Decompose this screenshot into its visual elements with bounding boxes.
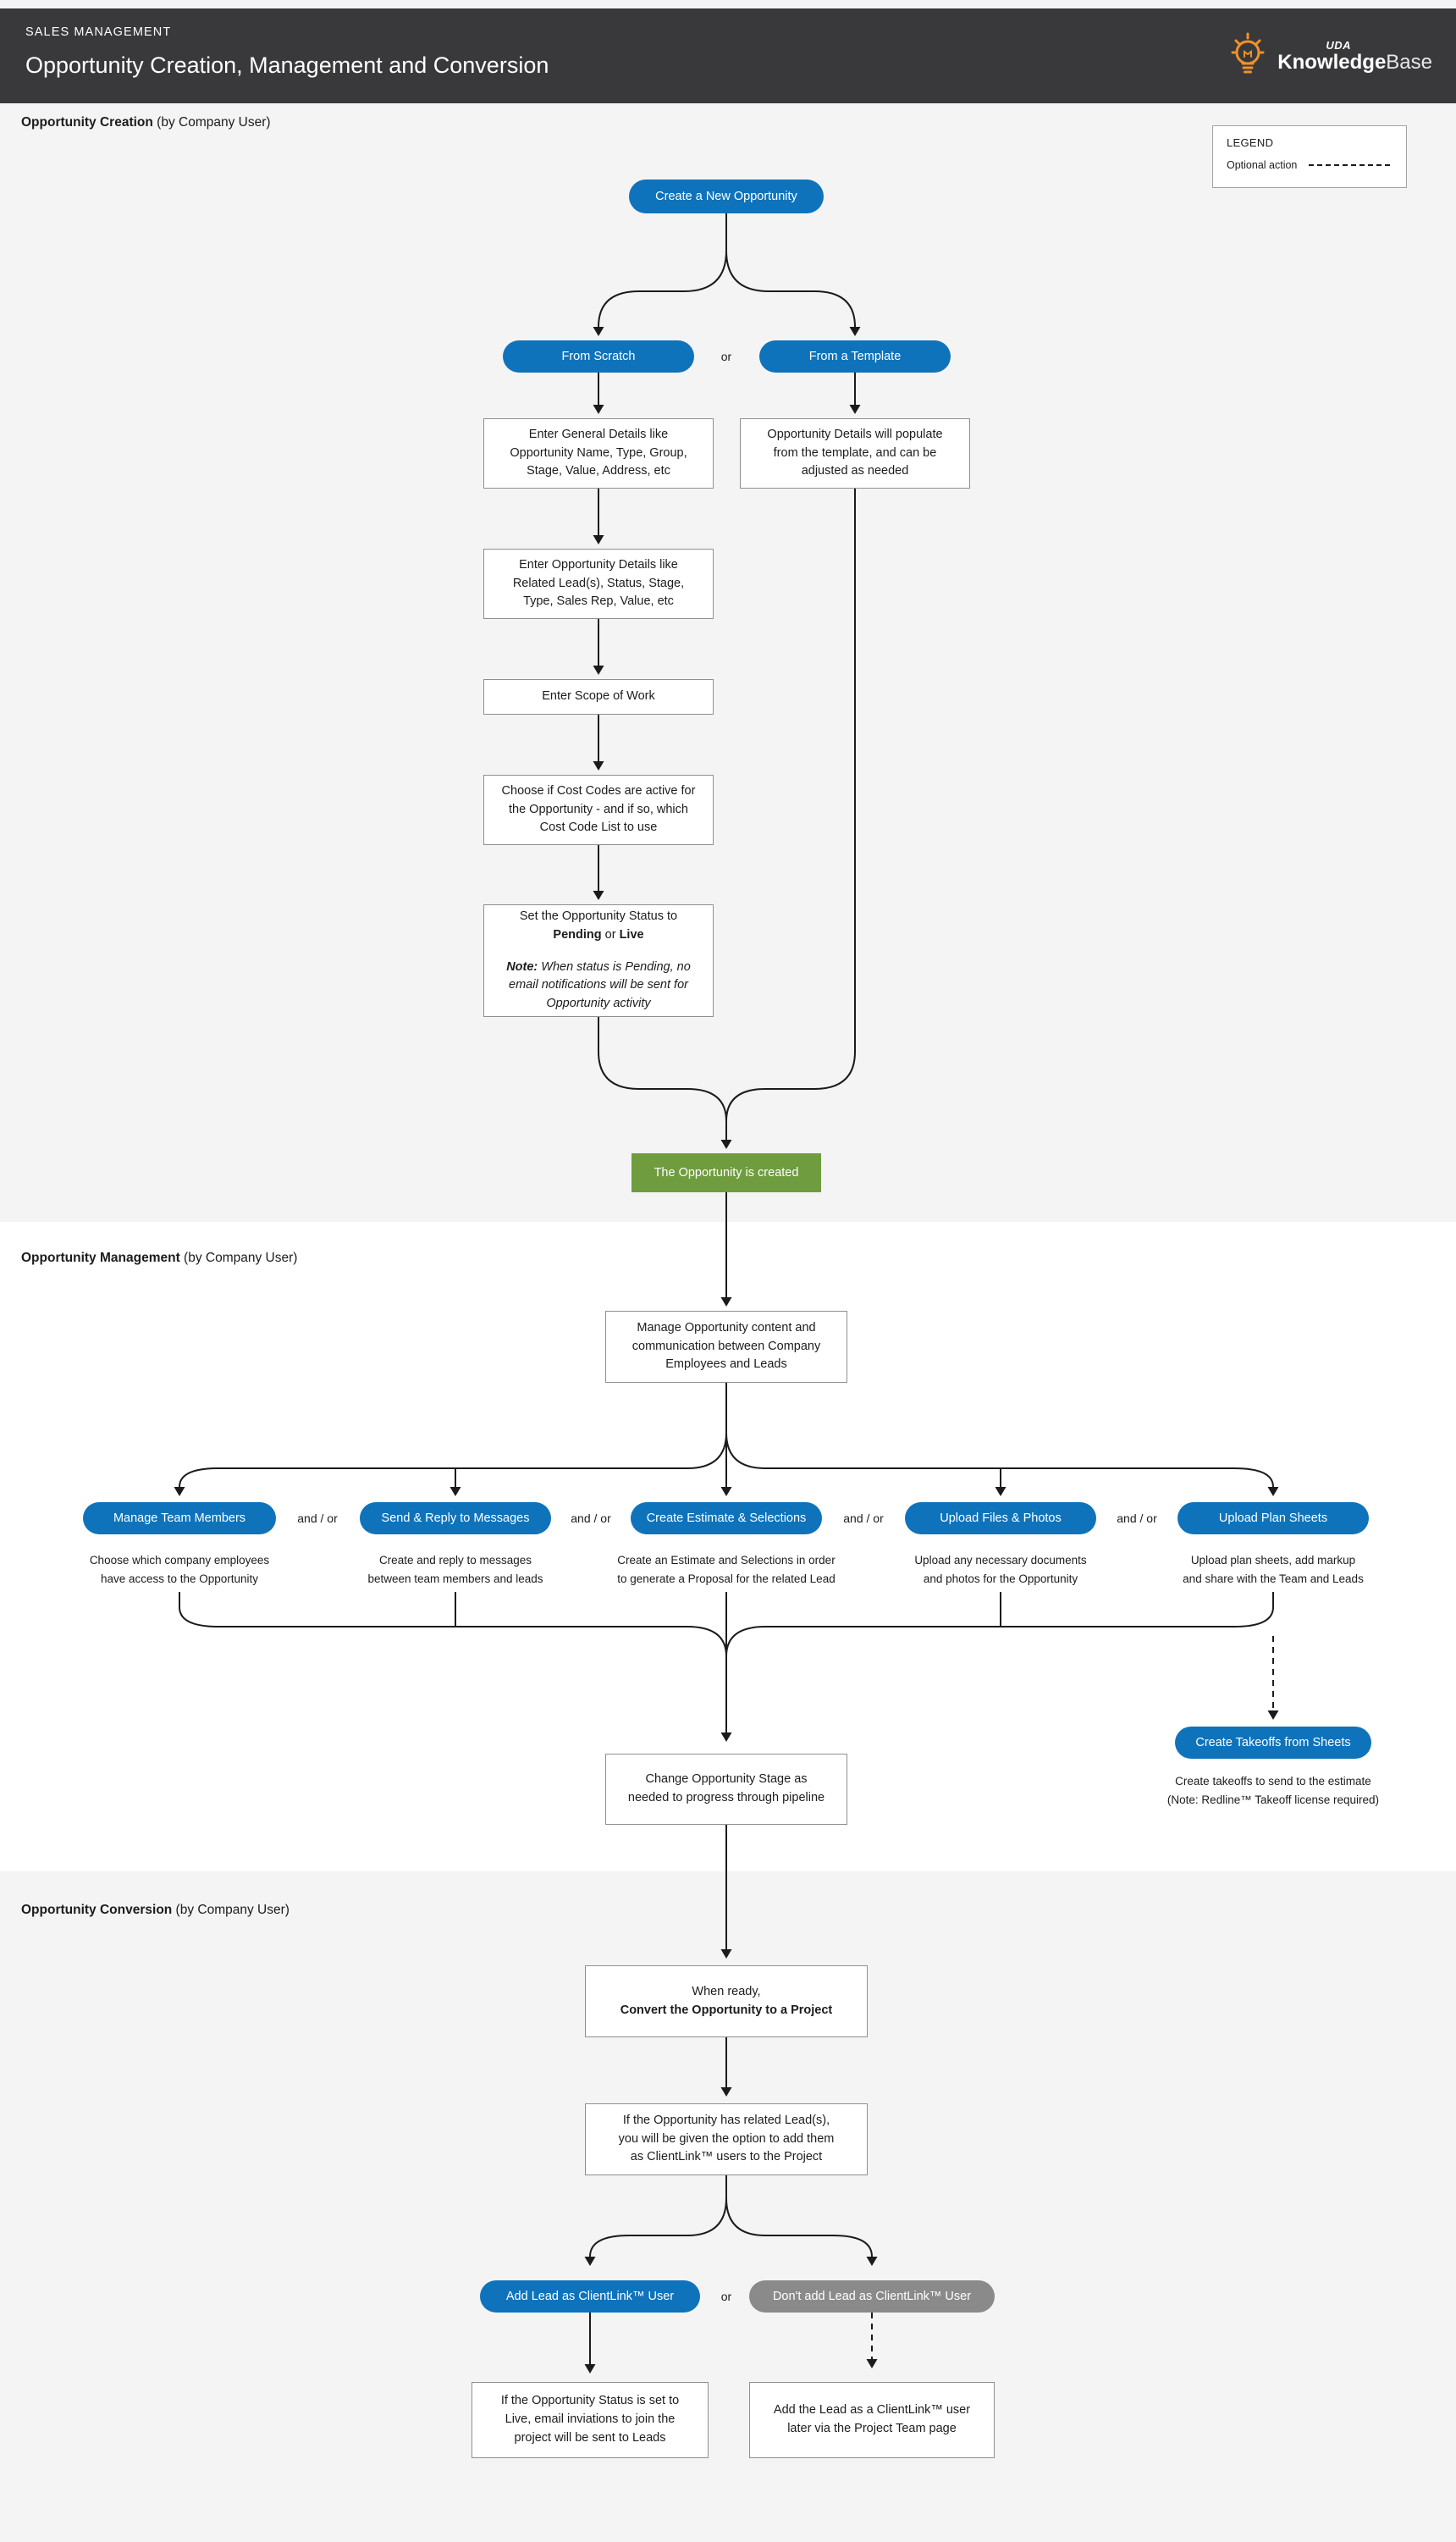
logo-brand: UDA [1326,39,1351,52]
section-heading-management: Opportunity Management (by Company User) [21,1251,298,1265]
branch-description: Choose which company employees have acce… [89,1554,270,1585]
add-lead-later-box: Add the Lead as a ClientLink™ user later… [749,2382,995,2458]
change-stage-box: Change Opportunity Stage as needed to pr… [605,1754,847,1825]
general-details-box: Enter General Details like Opportunity N… [483,418,714,489]
convert-box-main: When ready,Convert the Opportunity to a … [620,1984,833,2017]
live-status-invitations-box: If the Opportunity Status is set to Live… [472,2382,709,2458]
cost-codes-box: Choose if Cost Codes are active for the … [483,775,714,845]
related-leads-box: If the Opportunity has related Lead(s), … [585,2103,868,2175]
or-label-conversion: or [720,2290,732,2303]
lightbulb-icon [1231,32,1265,74]
legend-item-optional-action: Optional action [1227,159,1393,171]
or-label-creation: or [720,350,732,363]
page-title: Opportunity Creation, Management and Con… [25,52,549,78]
branch-description: Create and reply to messages between tea… [367,1554,543,1585]
scope-of-work-box: Enter Scope of Work [483,679,714,715]
template-populate-box: Opportunity Details will populate from t… [740,418,970,489]
and-or-label-1: and / or [297,1511,338,1525]
legend-box: LEGEND Optional action [1212,125,1407,188]
send-reply-messages-pill[interactable]: Send & Reply to Messages [360,1502,551,1534]
and-or-label-2: and / or [571,1511,611,1525]
branch-description: Upload plan sheets, add markup and share… [1183,1554,1364,1585]
logo-name: KnowledgeBase [1277,51,1432,74]
takeoffs-description: Create takeoffs to send to the estimate … [1166,1775,1380,1806]
opportunity-details-box: Enter Opportunity Details like Related L… [483,549,714,619]
header-eyebrow: SALES MANAGEMENT [25,25,172,39]
create-estimate-selections-pill[interactable]: Create Estimate & Selections [631,1502,822,1534]
manage-team-members-pill[interactable]: Manage Team Members [83,1502,276,1534]
legend-title: LEGEND [1227,136,1274,149]
arrowheads [174,327,1279,2373]
dashed-line-sample [1309,164,1391,166]
add-lead-clientlink-pill[interactable]: Add Lead as ClientLink™ User [480,2280,700,2313]
header-bar: SALES MANAGEMENT Opportunity Creation, M… [0,8,1456,103]
optional-dashed-connectors [871,1636,1274,2359]
from-template-pill[interactable]: From a Template [759,340,951,373]
manage-content-box: Manage Opportunity content and communica… [605,1311,847,1383]
upload-files-photos-pill[interactable]: Upload Files & Photos [905,1502,1096,1534]
and-or-label-3: and / or [843,1511,884,1525]
create-takeoffs-pill[interactable]: Create Takeoffs from Sheets [1175,1727,1371,1759]
create-opportunity-pill[interactable]: Create a New Opportunity [629,180,824,213]
branch-description: Upload any necessary documents and photo… [914,1554,1087,1585]
from-scratch-pill[interactable]: From Scratch [503,340,694,373]
logo-text: UDA KnowledgeBase [1277,39,1432,75]
branch-description: Create an Estimate and Selections in ord… [617,1554,836,1585]
opportunity-created-badge: The Opportunity is created [631,1153,821,1192]
section-heading-creation: Opportunity Creation (by Company User) [21,115,271,130]
upload-plan-sheets-pill[interactable]: Upload Plan Sheets [1177,1502,1369,1534]
dont-add-lead-pill[interactable]: Don't add Lead as ClientLink™ User [749,2280,995,2313]
and-or-label-4: and / or [1117,1511,1157,1525]
convert-to-project-box: When ready,Convert the Opportunity to a … [585,1965,868,2037]
knowledgebase-logo: UDA KnowledgeBase [1225,24,1432,90]
section-heading-conversion: Opportunity Conversion (by Company User) [21,1903,290,1917]
